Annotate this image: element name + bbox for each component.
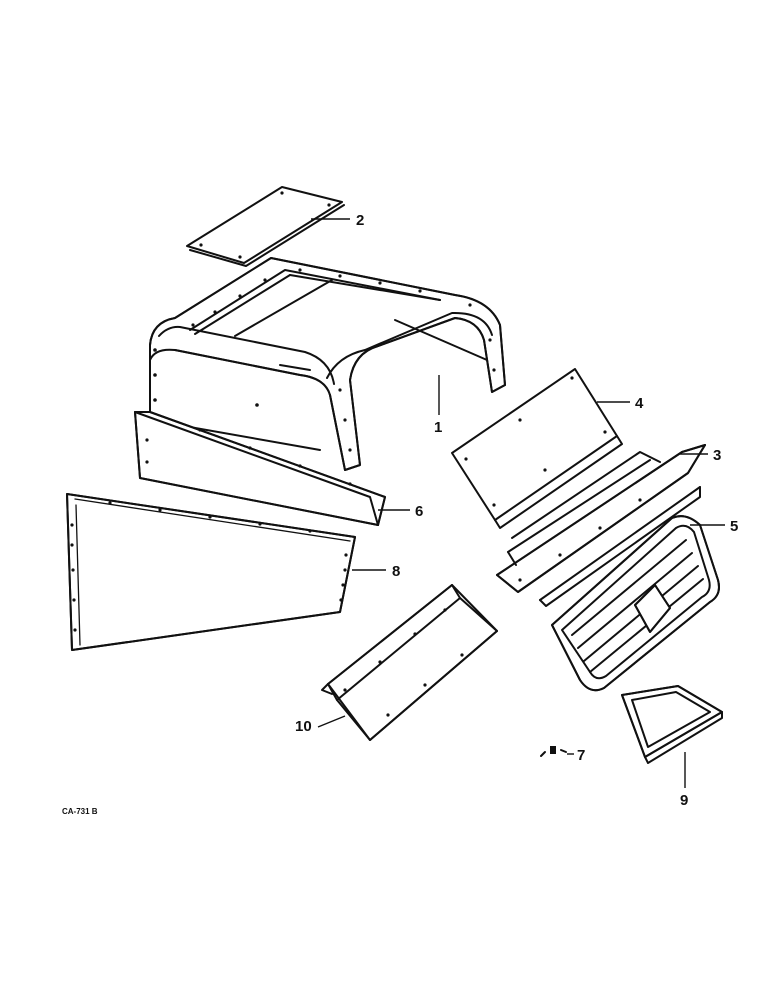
part-2-cover-plate	[186, 186, 345, 267]
part-7-clip	[516, 716, 592, 792]
part-4-flat-panel	[451, 368, 623, 529]
part-3-channel	[496, 444, 706, 607]
callout-2: 2	[356, 212, 364, 229]
callout-6: 6	[415, 503, 423, 520]
callout-10: 10	[295, 718, 312, 735]
part-8-side-panel	[66, 493, 356, 651]
callout-4: 4	[635, 395, 644, 412]
callout-3: 3	[713, 447, 721, 464]
callout-1: 1	[434, 419, 442, 436]
leader-10	[317, 715, 346, 728]
callout-5: 5	[730, 518, 738, 535]
callout-labels: 2 1 4 3 5 6 8 10 7 9	[295, 212, 738, 809]
leader-lines	[311, 218, 725, 788]
drawing-code: CA-731 B	[62, 807, 98, 816]
callout-8: 8	[392, 563, 400, 580]
part-6-angle-strip	[134, 411, 386, 526]
callout-7: 7	[577, 747, 585, 764]
part-9-triangle-shield	[621, 685, 723, 764]
part-5-grille	[551, 515, 720, 692]
part-10-channel	[321, 584, 498, 741]
callout-9: 9	[680, 792, 688, 809]
part-1-hood-shroud	[149, 257, 506, 471]
